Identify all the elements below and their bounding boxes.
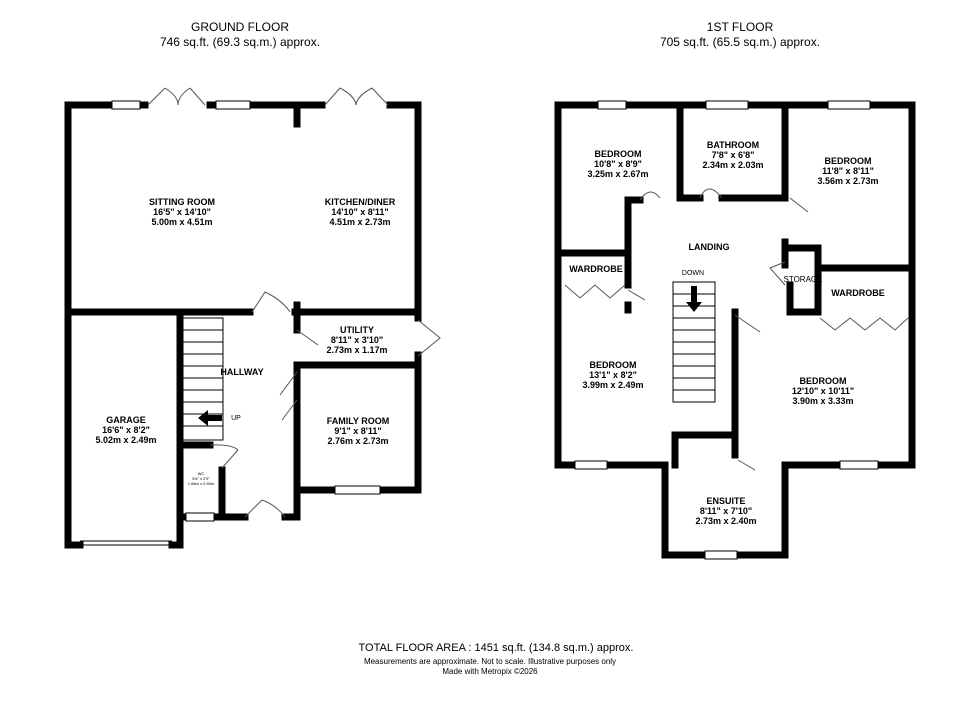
room-hallway: HALLWAY	[220, 367, 263, 377]
room-dimensions-metric: 3.90m x 3.33m	[792, 396, 853, 406]
stairs-down-label: DOWN	[682, 270, 704, 277]
room-utility: UTILITY 8'11" x 3'10" 2.73m x 1.17m	[326, 325, 387, 355]
room-bedroom-1: BEDROOM 10'8" x 8'9" 3.25m x 2.67m	[587, 149, 648, 179]
ground-floor-title: GROUND FLOOR	[191, 20, 289, 34]
room-wc: WC 5'6" x 2'9" 1.68m x 0.83m	[188, 471, 215, 486]
room-dimensions-imperial: 11'8" x 8'11"	[822, 166, 874, 176]
room-wardrobe-1: WARDROBE	[569, 264, 623, 274]
room-name: ENSUITE	[706, 496, 745, 506]
first-floor-plan: DOWN BEDROOM 10'8" x 8'9" 3.25m x 2.67m …	[554, 100, 916, 560]
room-bathroom: BATHROOM 7'8" x 6'8" 2.34m x 2.03m	[702, 140, 763, 170]
room-storage: STORAGE	[784, 275, 823, 284]
room-dimensions-imperial: 7'8" x 6'8"	[712, 150, 755, 160]
room-family-room: FAMILY ROOM 9'1" x 8'11" 2.76m x 2.73m	[327, 416, 390, 446]
room-dimensions-metric: 4.51m x 2.73m	[329, 217, 390, 227]
first-floor-area: 705 sq.ft. (65.5 sq.m.) approx.	[660, 35, 820, 49]
first-floor-title: 1ST FLOOR	[707, 20, 774, 34]
disclaimer: Measurements are approximate. Not to sca…	[364, 657, 616, 666]
room-dimensions-imperial: 12'10" x 10'11"	[792, 386, 854, 396]
room-dimensions-imperial: 5'6" x 2'9"	[192, 476, 210, 481]
room-bedroom-4: BEDROOM 12'10" x 10'11" 3.90m x 3.33m	[792, 376, 854, 406]
room-bedroom-3: BEDROOM 13'1" x 8'2" 3.99m x 2.49m	[582, 360, 643, 390]
arrow-up-icon	[198, 410, 222, 426]
stairs-up-label: UP	[231, 415, 241, 422]
room-dimensions-metric: 3.25m x 2.67m	[587, 169, 648, 179]
room-dimensions-imperial: 9'1" x 8'11"	[334, 426, 381, 436]
room-dimensions-imperial: 16'6" x 8'2"	[102, 425, 150, 435]
room-dimensions-metric: 2.34m x 2.03m	[702, 160, 763, 170]
total-floor-area: TOTAL FLOOR AREA : 1451 sq.ft. (134.8 sq…	[359, 642, 634, 654]
room-dimensions-imperial: 8'11" x 7'10"	[700, 506, 752, 516]
room-name: UTILITY	[340, 325, 374, 335]
room-name: BATHROOM	[707, 140, 759, 150]
room-name: FAMILY ROOM	[327, 416, 390, 426]
room-dimensions-metric: 2.76m x 2.73m	[327, 436, 388, 446]
credit: Made with Metropix ©2026	[442, 667, 538, 676]
room-bedroom-2: BEDROOM 11'8" x 8'11" 3.56m x 2.73m	[817, 156, 878, 186]
room-dimensions-metric: 5.00m x 4.51m	[151, 217, 212, 227]
room-dimensions-imperial: 13'1" x 8'2"	[589, 370, 637, 380]
room-name: GARAGE	[106, 415, 146, 425]
room-dimensions-metric: 2.73m x 2.40m	[695, 516, 756, 526]
room-name: BEDROOM	[825, 156, 872, 166]
room-dimensions-metric: 3.99m x 2.49m	[582, 380, 643, 390]
room-dimensions-imperial: 10'8" x 8'9"	[594, 159, 642, 169]
room-name: BEDROOM	[800, 376, 847, 386]
ground-floor-plan: UP SITTING ROOM 16'5" x 14'10" 5.00m x 4…	[64, 87, 441, 549]
room-dimensions-metric: 3.56m x 2.73m	[817, 176, 878, 186]
room-name: WC	[198, 471, 205, 476]
room-dimensions-imperial: 8'11" x 3'10"	[331, 335, 383, 345]
room-sitting-room: SITTING ROOM 16'5" x 14'10" 5.00m x 4.51…	[149, 197, 215, 227]
room-name: SITTING ROOM	[149, 197, 215, 207]
room-dimensions-metric: 5.02m x 2.49m	[95, 435, 156, 445]
room-name: BEDROOM	[595, 149, 642, 159]
ground-stairs: UP	[182, 317, 241, 441]
room-wardrobe-2: WARDROBE	[831, 288, 885, 298]
room-dimensions-metric: 1.68m x 0.83m	[188, 481, 215, 486]
room-name: BEDROOM	[590, 360, 637, 370]
room-dimensions-imperial: 16'5" x 14'10"	[153, 207, 211, 217]
room-dimensions-metric: 2.73m x 1.17m	[326, 345, 387, 355]
ground-floor-area: 746 sq.ft. (69.3 sq.m.) approx.	[160, 35, 320, 49]
room-garage: GARAGE 16'6" x 8'2" 5.02m x 2.49m	[95, 415, 156, 445]
room-name: KITCHEN/DINER	[325, 197, 396, 207]
room-kitchen-diner: KITCHEN/DINER 14'10" x 8'11" 4.51m x 2.7…	[325, 197, 396, 227]
first-stairs: DOWN	[672, 270, 716, 403]
room-dimensions-imperial: 14'10" x 8'11"	[331, 207, 388, 217]
room-landing: LANDING	[689, 242, 730, 252]
room-ensuite: ENSUITE 8'11" x 7'10" 2.73m x 2.40m	[695, 496, 756, 526]
arrow-down-icon	[686, 286, 702, 312]
